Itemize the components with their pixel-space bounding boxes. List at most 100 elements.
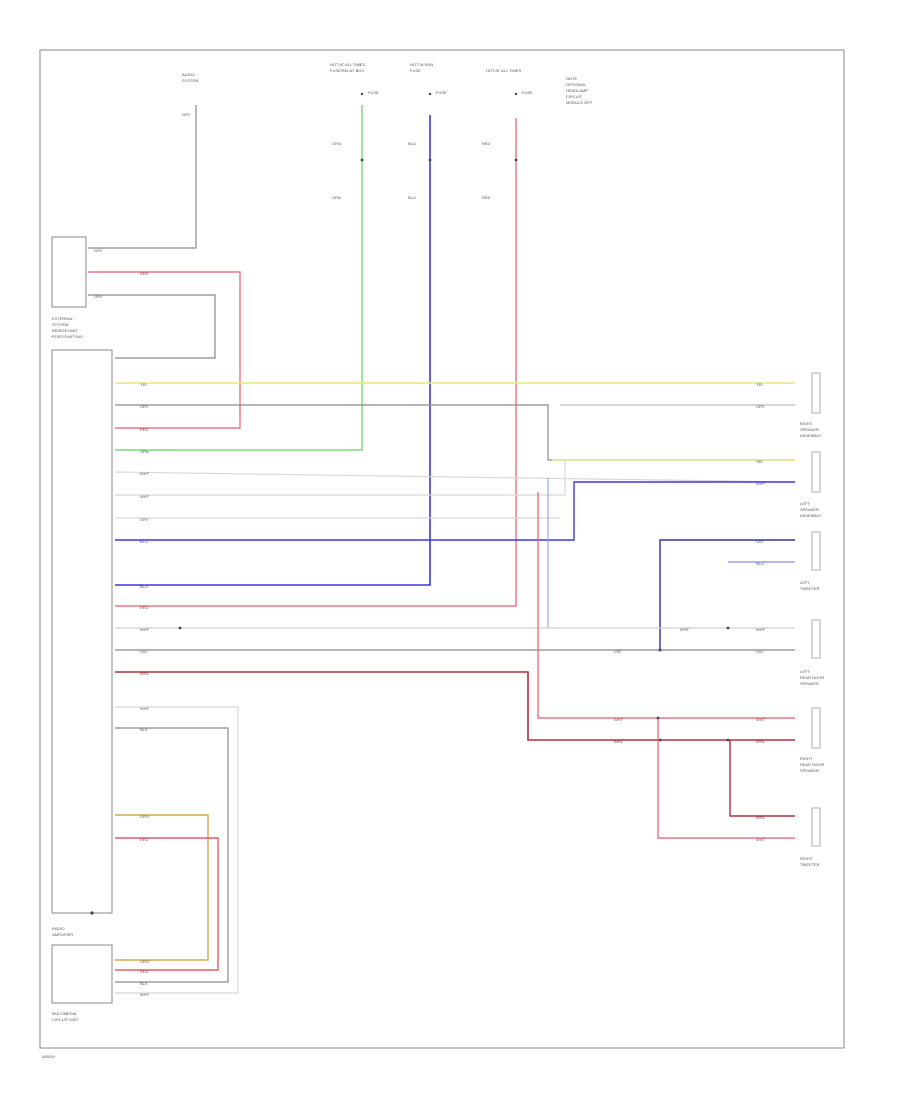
fuse-label-1: FUSE — [368, 90, 379, 95]
right-tweeter-label-2: TWEETER — [800, 862, 820, 867]
right-rear-speaker-label-2: REAR DOOR — [800, 762, 824, 767]
top-note-label-1: NOTE — [566, 76, 577, 81]
wire-label-white-r6: WHT — [756, 837, 766, 842]
wire-label-red-top-2: RED — [482, 195, 491, 200]
wire-label-violet-1: VIO — [140, 649, 147, 654]
top-note-label-5: MODULE OFF — [566, 100, 593, 105]
wire-label-orange-1: ORG — [140, 814, 149, 819]
left-tweeter-label-2: TWEETER — [800, 586, 820, 591]
wire-label-green-top-1: GRN — [332, 141, 341, 146]
audio-unit-top-label-1: AUDIO — [182, 72, 195, 77]
top-feed-1-label-2: FUSE/RELAY BOX — [330, 68, 364, 73]
top-note-label-4: CIRCUIT — [566, 94, 583, 99]
wire-red-tweeter — [657, 718, 795, 839]
wire-label-brown-r2: BRN — [756, 739, 765, 744]
wire-label-gray-3: GRY — [140, 404, 149, 409]
wire-darkblue-speaker — [659, 539, 795, 650]
wire-label-white-2: WHT — [140, 494, 150, 499]
wire-red-feed — [115, 118, 517, 607]
component-labels: AUDIO SYSTEM EXTERNAL SYSTEM BRIDGE/UNIT… — [42, 62, 824, 1059]
wire-lower-frame — [115, 706, 239, 994]
wire-label-gray-r1: GRY — [756, 404, 765, 409]
antenna-module-label-4: PORT/SHIFTING — [52, 334, 83, 339]
top-note-label-2: OPTIONAL — [566, 82, 587, 87]
wire-label-red-4: RED — [140, 837, 149, 842]
wire-red-loop — [88, 271, 241, 429]
wire-label-white-r3: WHT — [756, 627, 766, 632]
wire-light-1 — [114, 471, 796, 483]
connector-right-tweeter — [811, 807, 821, 847]
wire-green-feed — [115, 105, 363, 451]
wire-label-black-2: BLK — [140, 981, 148, 986]
wire-darkred-rear — [729, 740, 795, 817]
diagram-frame — [39, 49, 845, 1049]
right-front-speaker-label-1: RIGHT — [800, 421, 813, 426]
wire-label-white-r1: WHT — [756, 481, 766, 486]
left-speaker-label-1: LEFT — [800, 501, 810, 506]
wire-label-blue-top-2: BLU — [408, 195, 416, 200]
splice-points — [90, 92, 730, 915]
connector-left-speaker — [811, 531, 821, 571]
wire-label-gray-1: GRY — [94, 248, 103, 253]
left-tweeter-label-1: LEFT — [800, 580, 810, 585]
wire-gray-main — [115, 404, 795, 461]
speaker-connectors — [811, 372, 821, 847]
wire-red-rear — [537, 492, 795, 719]
wire-label-orange-2: ORG — [140, 959, 149, 964]
fuse-label-3: FUSE — [522, 90, 533, 95]
wire-light-2 — [115, 460, 566, 496]
connector-left-tweeter — [811, 619, 821, 659]
wire-label-yellow-r1: YEL — [756, 382, 764, 387]
multimedia-unit-label-1: MULTIMEDIA — [52, 1011, 77, 1016]
wire-label-violet-r3: VIO — [756, 649, 763, 654]
antenna-module-label-3: BRIDGE/UNIT — [52, 328, 78, 333]
wire-lower-gray — [115, 727, 229, 983]
wire-label-blue-r1: BLU — [756, 561, 764, 566]
wire-red-lower — [115, 837, 219, 971]
top-feed-2-label-1: HOT IN RUN — [410, 62, 433, 67]
right-tweeter-label-1: RIGHT — [800, 856, 813, 861]
wire-darkred-main — [115, 671, 795, 741]
wire-label-black-1: BLK — [140, 727, 148, 732]
wire-label-violet-r2: VIO — [614, 649, 621, 654]
wire-blue-feed — [115, 115, 431, 586]
connector-right-front — [811, 372, 821, 414]
wire-color-labels: GRY GRY RED GRY GRN GRN BLU BLU RED RED … — [94, 112, 766, 997]
right-rear-speaker-label-1: RIGHT — [800, 756, 813, 761]
top-feed-1-label-1: HOT AT ALL TIMES — [330, 62, 365, 67]
right-rear-speaker-label-3: SPEAKER — [800, 768, 819, 773]
multimedia-unit-label-2: CIRCUIT UNIT — [52, 1017, 79, 1022]
wire-label-brown-1: BRN — [140, 671, 149, 676]
wire-label-brown-r3: BRN — [756, 815, 765, 820]
wire-label-brown-r1: BRN — [614, 739, 623, 744]
wire-label-white-r5: WHT — [756, 717, 766, 722]
right-front-speaker-label-2: SPEAKER — [800, 427, 819, 432]
right-front-speaker-label-3: ASSEMBLY — [800, 433, 822, 438]
left-rear-speaker-label-1: LEFT — [800, 669, 810, 674]
left-speaker-label-3: ASSEMBLY — [800, 513, 822, 518]
top-feed-2-label-2: FUSE — [410, 68, 421, 73]
left-rear-speaker-label-3: SPEAKER — [800, 681, 819, 686]
wire-orange — [115, 814, 209, 961]
wires — [88, 105, 796, 994]
wire-label-red-5: RED — [140, 969, 149, 974]
radio-amplifier-box — [51, 349, 113, 914]
wire-label-yellow-1: YEL — [140, 382, 148, 387]
wire-label-green-top-2: GRN — [332, 195, 341, 200]
wire-label-gray-2: GRY — [94, 294, 103, 299]
wire-gray-loop — [88, 294, 216, 359]
wire-label-white-5: WHT — [140, 992, 150, 997]
wire-label-white-r4: WHT — [614, 717, 624, 722]
wire-gray-antenna — [88, 105, 197, 249]
antenna-module-label-2: SYSTEM — [52, 322, 68, 327]
connector-left-rear — [811, 707, 821, 749]
left-speaker-label-2: SPEAKER — [800, 507, 819, 512]
top-feed-3-label-1: HOT AT ALL TIMES — [486, 68, 521, 73]
wire-label-white-3: WHT — [140, 627, 150, 632]
fuse-label-2: FUSE — [436, 90, 447, 95]
wire-label-white-1: WHT — [140, 471, 150, 476]
wire-label-white-r2: WHT — [680, 627, 690, 632]
wire-label-green-1: GRN — [140, 449, 149, 454]
left-rear-speaker-label-2: REAR DOOR — [800, 675, 824, 680]
